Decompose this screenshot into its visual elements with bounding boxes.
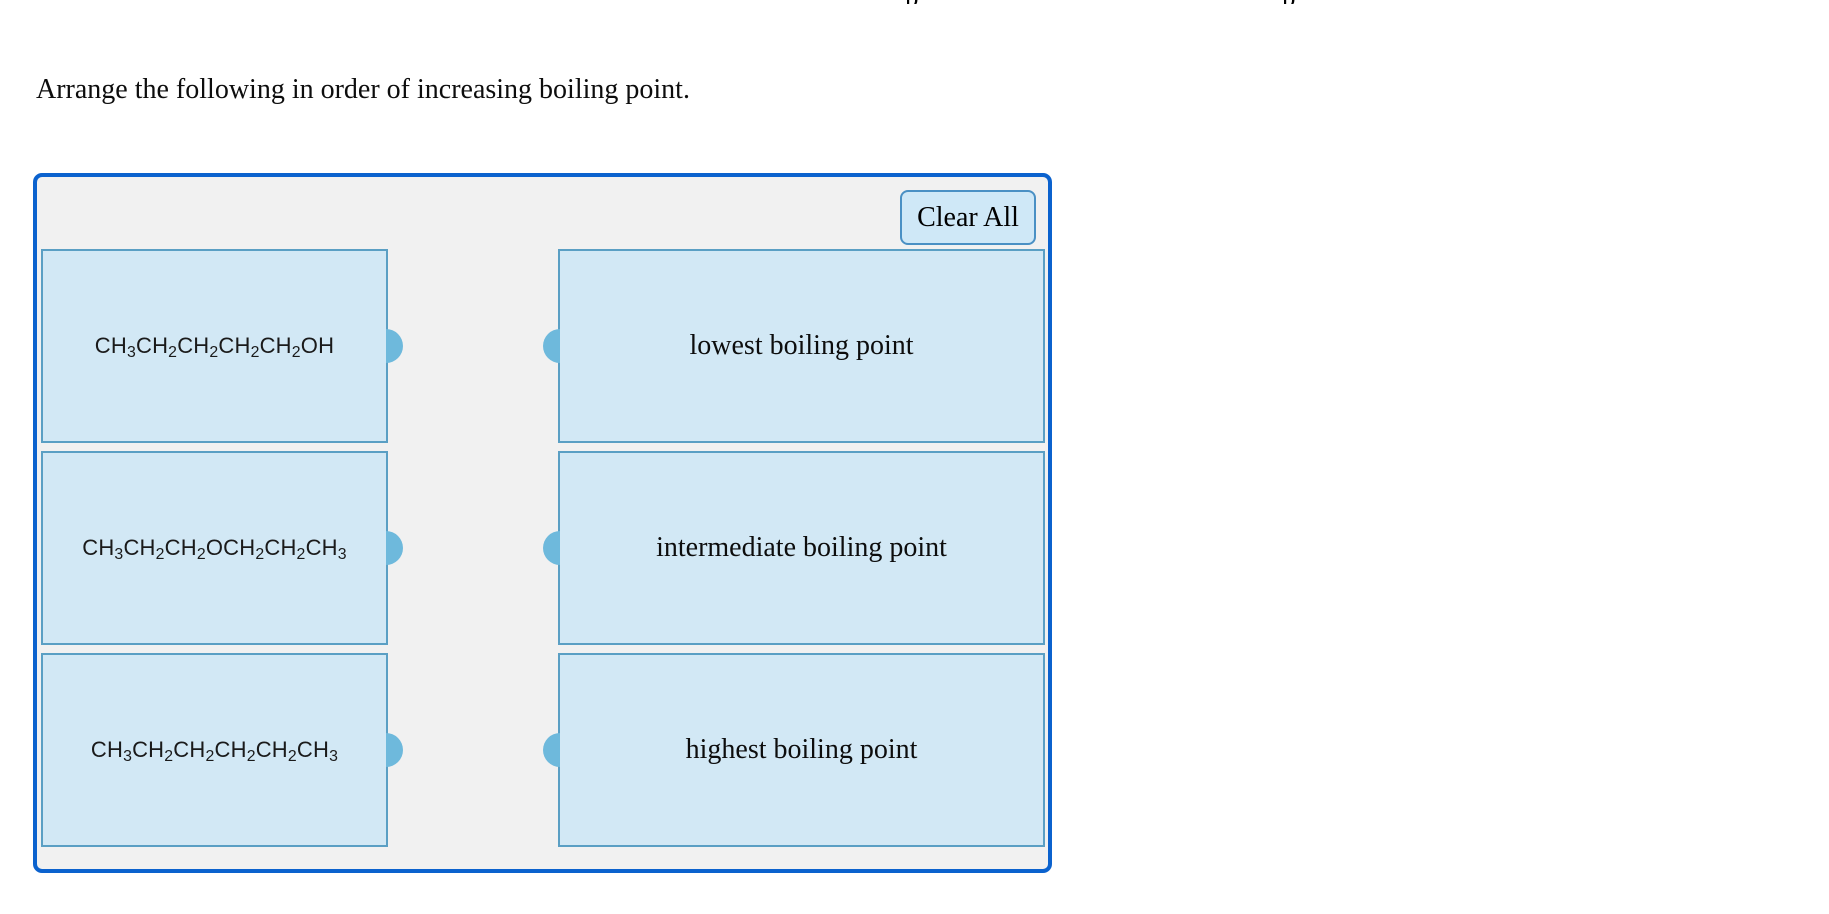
items-column: CH3CH2CH2CH2CH2OH CH3CH2CH2OCH2CH2CH3 CH… (41, 249, 403, 869)
clear-all-button[interactable]: Clear All (900, 190, 1036, 245)
matching-toolbar: Clear All (37, 177, 1048, 249)
clipped-text-fragment-left: p (905, 0, 919, 4)
connector-circle-right-icon[interactable] (386, 733, 403, 767)
target-label-intermediate: intermediate boiling point (656, 532, 947, 563)
connector-circle-right-icon[interactable] (386, 329, 403, 363)
target-label-wrapper: highest boiling point (560, 734, 1043, 766)
clipped-text-fragment-right: p (1282, 0, 1296, 4)
draggable-item-card[interactable]: CH3CH2CH2CH2CH2OH (41, 249, 403, 443)
connector-circle-left-icon[interactable] (543, 531, 560, 565)
draggable-item-card[interactable]: CH3CH2CH2OCH2CH2CH3 (41, 451, 403, 645)
connector-circle-right-icon[interactable] (386, 531, 403, 565)
target-label-highest: highest boiling point (685, 734, 918, 765)
item-formula: CH3CH2CH2CH2CH2OH (43, 333, 386, 362)
item-formula: CH3CH2CH2OCH2CH2CH3 (43, 535, 386, 564)
matching-exercise-container: Clear All CH3CH2CH2CH2CH2OH CH3CH2CH2OCH… (33, 173, 1052, 873)
matching-columns: CH3CH2CH2CH2CH2OH CH3CH2CH2OCH2CH2CH3 CH… (37, 249, 1048, 869)
clipped-top-text: p p (0, 0, 1829, 4)
connector-circle-left-icon[interactable] (543, 733, 560, 767)
target-label-lowest: lowest boiling point (689, 330, 914, 361)
target-label-wrapper: lowest boiling point (560, 330, 1043, 362)
formula-text-pentanol: CH3CH2CH2CH2CH2OH (94, 333, 335, 362)
drop-target-card[interactable]: intermediate boiling point (543, 451, 1045, 645)
targets-column: lowest boiling point intermediate boilin… (543, 249, 1045, 869)
draggable-item-card[interactable]: CH3CH2CH2CH2CH2CH3 (41, 653, 403, 847)
formula-text-hexane: CH3CH2CH2CH2CH2CH3 (90, 737, 339, 766)
target-label-wrapper: intermediate boiling point (560, 532, 1043, 564)
connector-circle-left-icon[interactable] (543, 329, 560, 363)
drop-target-card[interactable]: lowest boiling point (543, 249, 1045, 443)
item-formula: CH3CH2CH2CH2CH2CH3 (43, 737, 386, 766)
formula-text-dipropyl-ether: CH3CH2CH2OCH2CH2CH3 (82, 535, 347, 564)
question-prompt: Arrange the following in order of increa… (36, 74, 690, 105)
drop-target-card[interactable]: highest boiling point (543, 653, 1045, 847)
